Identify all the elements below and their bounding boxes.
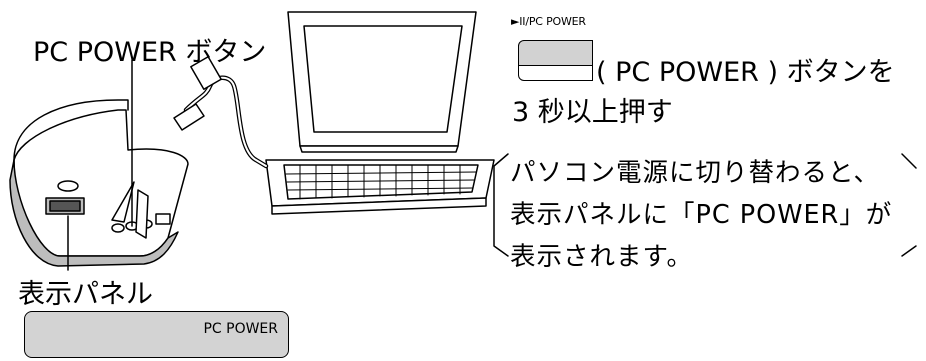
pc-power-key-icon (518, 40, 593, 81)
note-close-bracket (901, 153, 917, 257)
display-panel-lcd: PC POWER (24, 311, 289, 358)
instruction-line-2: 3 秒以上押す (512, 97, 673, 128)
display-text: PC POWER (203, 321, 278, 337)
instruction-line-1: ( PC POWER ) ボタンを (596, 57, 895, 88)
note-line-3: 表示されます。 (510, 242, 693, 272)
note-line-2: 表示パネルに「PC POWER」が (510, 200, 893, 230)
display-panel-label: 表示パネル (18, 279, 153, 310)
laptop-illustration (265, 11, 495, 215)
drive-illustration (9, 99, 189, 267)
play-pause-pc-power-icon-label: ►II/PC POWER (511, 15, 586, 28)
pc-power-button-callout: PC POWER ボタン (33, 37, 267, 68)
note-line-1: パソコン電源に切り替わると、 (510, 158, 880, 188)
note-open-bracket (493, 153, 509, 257)
cable-illustration (173, 55, 269, 169)
